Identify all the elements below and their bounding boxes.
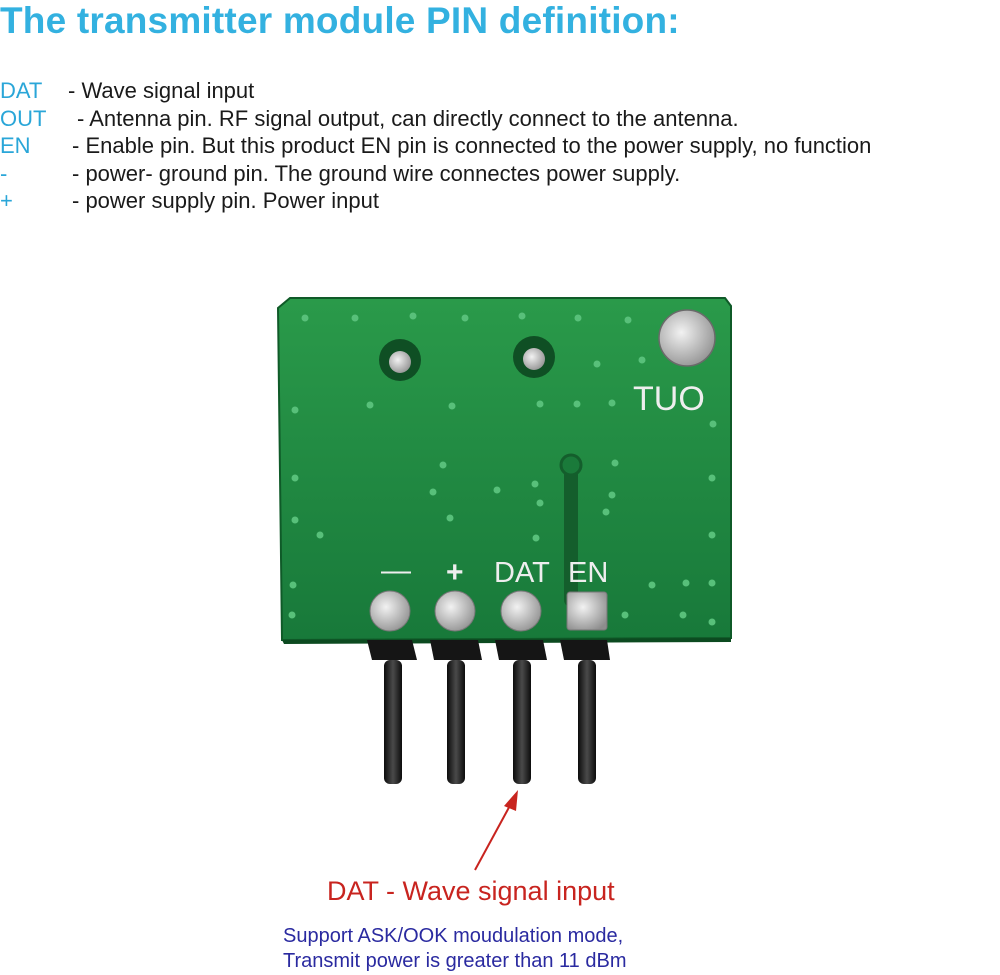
- antenna-pad: [658, 309, 716, 367]
- header-pin-gnd: [384, 660, 402, 784]
- silkscreen-en-label: EN: [568, 557, 608, 589]
- pin-name: +: [0, 188, 13, 213]
- pin-name: OUT: [0, 105, 47, 131]
- caption-line: Transmit power is greater than 11 dBm: [283, 950, 627, 972]
- pin-description: - power supply pin. Power input: [72, 188, 379, 213]
- mounting-hole: [513, 336, 555, 378]
- pin-description: - power- ground pin. The ground wire con…: [72, 160, 681, 186]
- dat-caption-headline: DAT - Wave signal input: [327, 876, 615, 906]
- solder-pad-vcc: [434, 590, 476, 632]
- solder-pad-en: [566, 591, 608, 631]
- pin-name: EN: [0, 133, 31, 158]
- pin-name: DAT: [0, 78, 43, 103]
- pin-name: -: [0, 160, 8, 186]
- header-pin-en: [578, 660, 596, 784]
- silkscreen-out-label: TUO: [633, 380, 705, 418]
- header-pin-dat: [513, 660, 531, 784]
- solder-pad-dat: [500, 590, 542, 632]
- callout-arrow: [474, 790, 518, 871]
- pin-description: - Antenna pin. RF signal output, can dir…: [77, 105, 739, 131]
- caption-line: Support ASK/OOK moudulation mode,: [283, 925, 624, 947]
- mounting-hole: [379, 339, 421, 381]
- silkscreen-dat-label: DAT: [494, 557, 550, 589]
- silkscreen-vcc-label: +: [446, 556, 464, 589]
- header-pin-vcc: [447, 660, 465, 784]
- page-title: The transmitter module PIN definition:: [0, 0, 680, 41]
- pin-description: - Enable pin. But this product EN pin is…: [72, 133, 872, 158]
- pin-description: - Wave signal input: [68, 78, 255, 103]
- silkscreen-gnd-label: —: [381, 554, 411, 587]
- pcb-vias: [288, 312, 717, 626]
- pin-header: [367, 640, 610, 660]
- solder-pad-gnd: [369, 590, 411, 632]
- dat-caption-details: Support ASK/OOK moudulation mode, Transm…: [283, 924, 626, 974]
